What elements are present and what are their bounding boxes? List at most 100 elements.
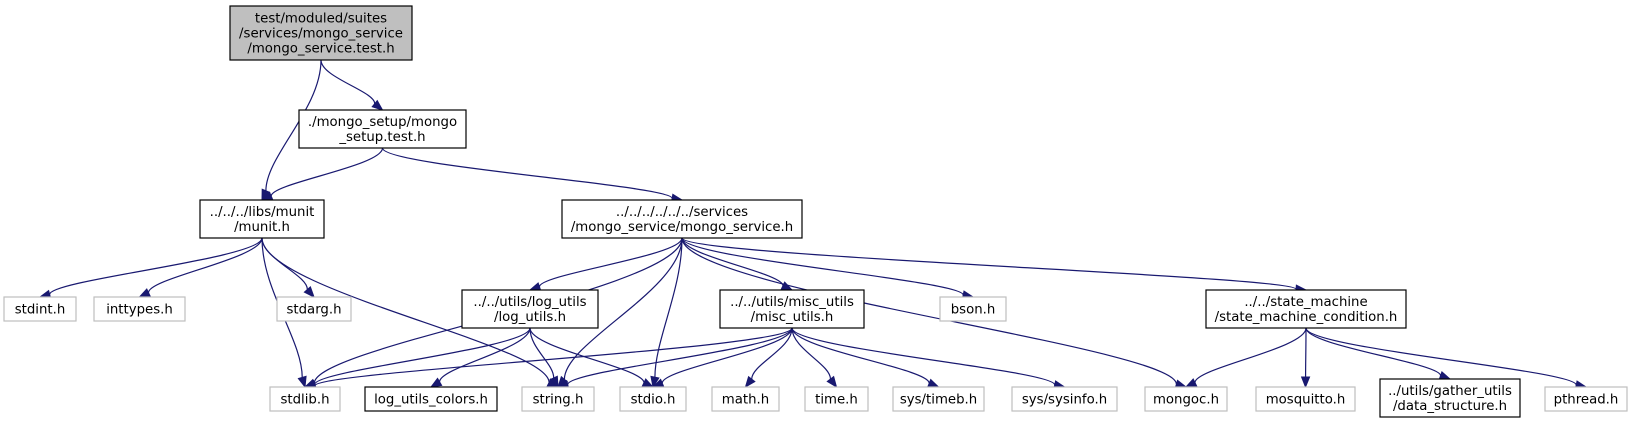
node-label: /services/mongo_service — [239, 27, 403, 42]
edge-line — [381, 147, 673, 199]
node-box — [93, 296, 186, 322]
edge-line — [791, 327, 930, 384]
node-stdint[interactable]: stdint.h — [3, 296, 77, 322]
node-label: stdint.h — [15, 303, 66, 318]
node-box — [3, 296, 77, 322]
node-label: /state_machine_condition.h — [1215, 310, 1398, 325]
node-label: ../../utils/misc_utils — [730, 295, 854, 310]
edge-misc_utils-to-time — [791, 327, 838, 389]
edge-state_machine-to-mosquitto — [1300, 327, 1311, 389]
node-bson[interactable]: bson.h — [939, 296, 1007, 322]
node-string[interactable]: string.h — [521, 386, 595, 412]
node-root[interactable]: test/moduled/suites/services/mongo_servi… — [229, 5, 413, 61]
node-label: sys/sysinfo.h — [1022, 393, 1107, 408]
node-box — [461, 289, 599, 329]
node-label: pthread.h — [1554, 393, 1619, 408]
node-box — [364, 386, 498, 412]
node-munit[interactable]: ../../../libs/munit/munit.h — [199, 199, 325, 239]
edge-line — [791, 327, 832, 380]
edge-line — [529, 327, 555, 379]
node-inttypes[interactable]: inttypes.h — [93, 296, 186, 322]
node-box — [1205, 289, 1407, 329]
edge-misc_utils-to-timeb — [791, 327, 940, 388]
node-box — [1011, 386, 1118, 412]
node-state-machine[interactable]: ../../state_machine/state_machine_condit… — [1205, 289, 1407, 329]
edge-mongo_service-to-state_machine — [681, 237, 1308, 294]
edge-line — [320, 59, 376, 104]
node-label: /log_utils.h — [494, 310, 566, 325]
edge-line — [538, 237, 683, 288]
edge-state_machine-to-gather — [1305, 327, 1452, 380]
node-label: inttypes.h — [106, 303, 173, 318]
edge-arrowhead — [1438, 371, 1452, 380]
node-box — [1379, 378, 1521, 418]
node-label: log_utils_colors.h — [374, 393, 488, 408]
node-label: sys/timeb.h — [900, 393, 977, 408]
node-timeb[interactable]: sys/timeb.h — [892, 386, 985, 412]
edge-line — [147, 237, 263, 293]
edge-line — [661, 327, 793, 384]
node-label: ../../../libs/munit — [210, 205, 315, 220]
node-mongo-service[interactable]: ../../../../../../services/mongo_service… — [561, 199, 803, 239]
edge-line — [438, 327, 531, 383]
edge-misc_utils-to-math — [744, 327, 793, 389]
node-stdio[interactable]: stdio.h — [619, 386, 687, 412]
node-box — [939, 296, 1007, 322]
node-mongoc[interactable]: mongoc.h — [1144, 386, 1228, 412]
edge-mongo_setup-to-munit — [260, 147, 384, 201]
node-box — [719, 289, 865, 329]
edge-arrowhead — [138, 288, 152, 298]
edge-line — [314, 327, 531, 386]
edge-log_utils-to-string — [529, 327, 559, 389]
node-box — [1544, 386, 1628, 412]
edge-line — [1194, 327, 1307, 383]
node-pthread[interactable]: pthread.h — [1544, 386, 1628, 412]
node-math[interactable]: math.h — [711, 386, 780, 412]
edge-arrowhead — [549, 375, 559, 389]
node-mongo-setup[interactable]: ./mongo_setup/mongo_setup.test.h — [298, 109, 467, 149]
edge-root-to-mongo_setup — [320, 59, 384, 111]
edge-arrowhead — [429, 377, 443, 388]
node-label: stdio.h — [631, 393, 676, 408]
node-box — [298, 109, 467, 149]
node-label: ../utils/gather_utils — [1388, 384, 1512, 399]
node-label: /misc_utils.h — [751, 310, 834, 325]
edge-line — [751, 327, 793, 380]
node-sysinfo[interactable]: sys/sysinfo.h — [1011, 386, 1118, 412]
node-box — [804, 386, 869, 412]
node-label: mongoc.h — [1153, 393, 1219, 408]
node-label: math.h — [722, 393, 769, 408]
node-stdarg[interactable]: stdarg.h — [276, 296, 352, 322]
node-label: /munit.h — [234, 220, 290, 235]
node-box — [276, 296, 352, 322]
edge-line — [681, 237, 784, 286]
node-box — [561, 199, 803, 239]
node-label: ../../utils/log_utils — [473, 295, 586, 310]
node-label: /mongo_service/mongo_service.h — [571, 220, 793, 235]
edge-arrowhead — [297, 375, 307, 389]
edge-line — [270, 147, 384, 197]
node-label: stdlib.h — [280, 393, 329, 408]
node-label: time.h — [815, 393, 858, 408]
node-box — [521, 386, 595, 412]
node-stdlib[interactable]: stdlib.h — [269, 386, 341, 412]
edge-log_utils-to-stdio — [529, 327, 655, 388]
node-label: _setup.test.h — [338, 130, 425, 145]
node-label: stdarg.h — [286, 303, 341, 318]
edge-mongo_setup-to-mongo_service — [381, 147, 684, 203]
edge-line — [567, 327, 793, 386]
node-label: test/moduled/suites — [255, 12, 387, 27]
edge-misc_utils-to-stdio — [651, 327, 793, 388]
edge-line — [529, 327, 645, 383]
node-log-utils-colors[interactable]: log_utils_colors.h — [364, 386, 498, 412]
node-label: mosquitto.h — [1266, 393, 1346, 408]
edge-line — [563, 237, 683, 380]
node-time[interactable]: time.h — [804, 386, 869, 412]
edge-line — [49, 237, 263, 295]
node-log-utils[interactable]: ../../utils/log_utils/log_utils.h — [461, 289, 599, 329]
node-gather[interactable]: ../utils/gather_utils/data_structure.h — [1379, 378, 1521, 418]
node-misc-utils[interactable]: ../../utils/misc_utils/misc_utils.h — [719, 289, 865, 329]
node-mosquitto[interactable]: mosquitto.h — [1255, 386, 1356, 412]
edge-arrowhead — [926, 378, 940, 388]
